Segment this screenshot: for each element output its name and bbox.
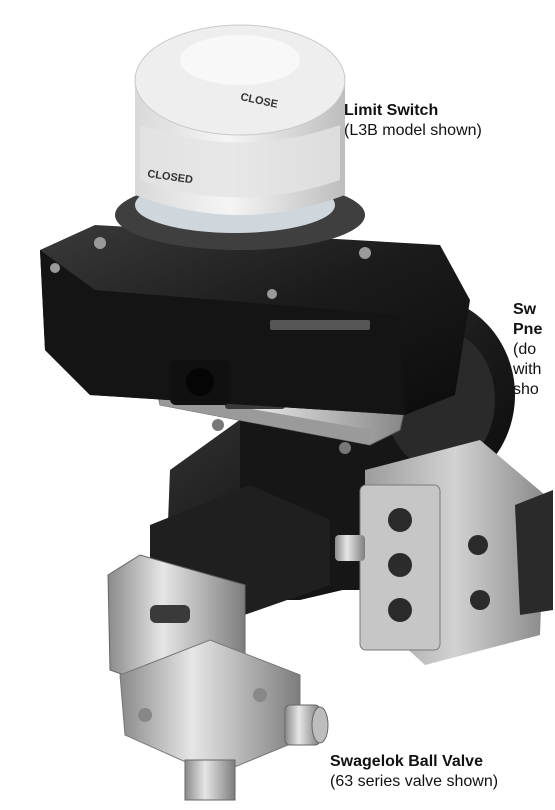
- ball-valve-title: Swagelok Ball Valve: [330, 753, 483, 770]
- actuator-label: Sw Pne (do with sho: [513, 300, 542, 400]
- ball-valve: [107, 554, 329, 801]
- ball-valve-desc: (63 series valve shown): [330, 773, 499, 790]
- actuator-label-line-4: with: [513, 361, 542, 378]
- actuator-label-line-5: sho: [513, 381, 539, 398]
- solenoid-valve: [335, 440, 553, 665]
- actuator-label-line-2: Pne: [513, 321, 543, 338]
- limit-switch-title: Limit Switch: [344, 102, 439, 119]
- ball-valve-label: Swagelok Ball Valve (63 series valve sho…: [330, 752, 498, 792]
- actuator-label-line-3: (do: [513, 341, 537, 358]
- limit-switch: [40, 24, 470, 415]
- actuator-label-line-1: Sw: [513, 301, 537, 318]
- limit-switch-desc: (L3B model shown): [344, 122, 482, 139]
- limit-switch-label: Limit Switch (L3B model shown): [344, 101, 482, 141]
